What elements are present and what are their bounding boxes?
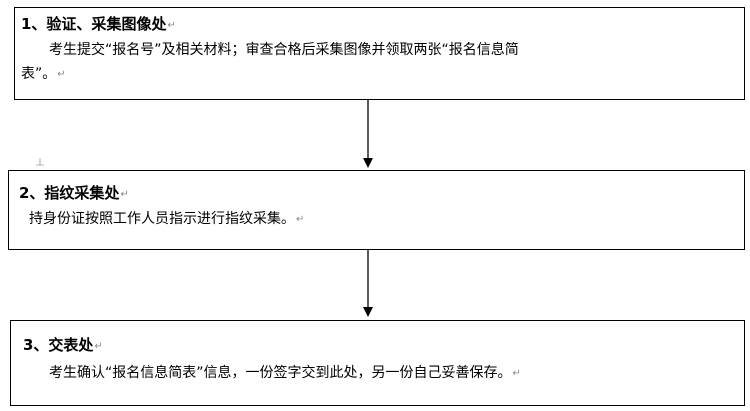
step-box-2: 2、指纹采集处↵ 持身份证按照工作人员指示进行指纹采集。↵ [8, 170, 745, 250]
step-body-3: 考生确认“报名信息简表”信息，一份签字交到此处，另一份自己妥善保存。↵ [23, 361, 521, 386]
layout-corner-mark [36, 158, 44, 166]
paragraph-mark-icon: ↵ [120, 189, 129, 200]
step-body-2-line1: 持身份证按照工作人员指示进行指纹采集。 [29, 211, 295, 227]
step-title-3-text: 3、交表处 [23, 336, 94, 354]
step-body-2: 持身份证按照工作人员指示进行指纹采集。↵ [19, 207, 304, 232]
step-title-2-text: 2、指纹采集处 [19, 184, 120, 202]
step-title-2: 2、指纹采集处↵ [19, 184, 129, 204]
step-box-1: 1、验证、采集图像处↵ 考生提交“报名号”及相关材料；审查合格后采集图像并领取两… [14, 7, 745, 100]
step-body-1-line1: 考生提交“报名号”及相关材料；审查合格后采集图像并领取两张“报名信息简 [49, 42, 519, 58]
step-box-3: 3、交表处↵ 考生确认“报名信息简表”信息，一份签字交到此处，另一份自己妥善保存… [10, 320, 745, 406]
step-body-1: 考生提交“报名号”及相关材料；审查合格后采集图像并领取两张“报名信息简 表”。↵ [21, 38, 739, 87]
step-body-3-line1: 考生确认“报名信息简表”信息，一份签字交到此处，另一份自己妥善保存。 [49, 365, 512, 381]
step-body-1-line2: 表”。 [21, 66, 57, 82]
step-title-1-text: 1、验证、采集图像处 [21, 15, 167, 33]
step-title-3: 3、交表处↵ [23, 336, 103, 356]
paragraph-mark-icon: ↵ [167, 20, 176, 31]
paragraph-mark-icon: ↵ [512, 368, 521, 379]
step-title-1: 1、验证、采集图像处↵ [21, 15, 176, 35]
paragraph-mark-icon: ↵ [94, 341, 103, 352]
paragraph-mark-icon: ↵ [296, 214, 305, 225]
paragraph-mark-icon: ↵ [57, 69, 66, 80]
